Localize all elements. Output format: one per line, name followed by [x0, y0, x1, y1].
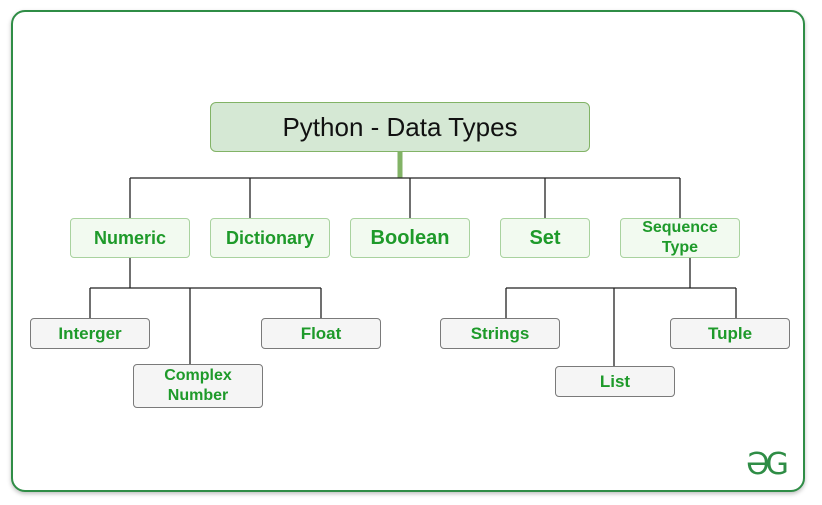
- leaf-complex-label-line1: Complex: [164, 367, 232, 384]
- root-label: Python - Data Types: [282, 111, 518, 142]
- leaf-list-label: List: [599, 371, 631, 391]
- leaf-complex-number: Complex Number: [133, 364, 263, 408]
- category-dictionary: Dictionary: [210, 218, 330, 258]
- leaf-complex-label-line2: Number: [167, 387, 229, 404]
- leaf-float: Float: [261, 318, 381, 349]
- category-numeric: Numeric: [70, 218, 190, 258]
- leaf-tuple-label: Tuple: [707, 323, 753, 343]
- category-sequence-type: Sequence Type: [620, 218, 740, 258]
- geeksforgeeks-logo: ƏG: [746, 447, 789, 482]
- category-sequence-label-line1: Sequence: [642, 219, 718, 236]
- leaf-strings: Strings: [440, 318, 560, 349]
- leaf-float-label: Float: [300, 323, 342, 343]
- leaf-integer: Interger: [30, 318, 150, 349]
- leaf-tuple: Tuple: [670, 318, 790, 349]
- category-boolean-label: Boolean: [370, 226, 450, 249]
- root-node: Python - Data Types: [210, 102, 590, 152]
- leaf-integer-label: Interger: [58, 323, 122, 343]
- leaf-strings-label: Strings: [470, 323, 530, 343]
- category-sequence-label-line2: Type: [661, 239, 699, 256]
- category-boolean: Boolean: [350, 218, 470, 258]
- category-numeric-label: Numeric: [93, 227, 167, 248]
- category-set: Set: [500, 218, 590, 258]
- category-dictionary-label: Dictionary: [225, 227, 315, 248]
- category-set-label: Set: [529, 226, 561, 249]
- leaf-list: List: [555, 366, 675, 397]
